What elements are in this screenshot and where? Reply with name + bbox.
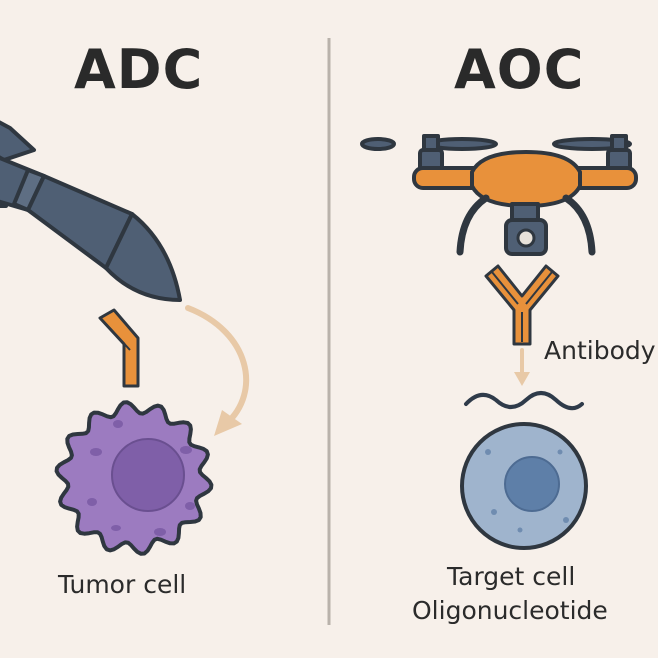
tumor-cell-label: Tumor cell	[58, 570, 187, 599]
target-cell-icon	[460, 422, 588, 550]
tumor-cell-icon	[54, 400, 214, 556]
aoc-title: AOC	[454, 38, 585, 101]
adc-title: ADC	[74, 38, 204, 101]
oligonucleotide-label: Oligonucleotide	[412, 596, 608, 625]
antibody-label: Antibody	[544, 336, 656, 365]
drone-icon	[360, 134, 638, 256]
curved-arrow	[185, 305, 250, 436]
antibody-fragment-icon	[98, 308, 140, 388]
antibody-icon	[484, 264, 560, 346]
target-cell-label: Target cell	[447, 562, 576, 591]
missile-icon	[0, 120, 182, 302]
oligonucleotide-wave-icon	[464, 391, 584, 411]
down-arrow	[514, 348, 530, 386]
